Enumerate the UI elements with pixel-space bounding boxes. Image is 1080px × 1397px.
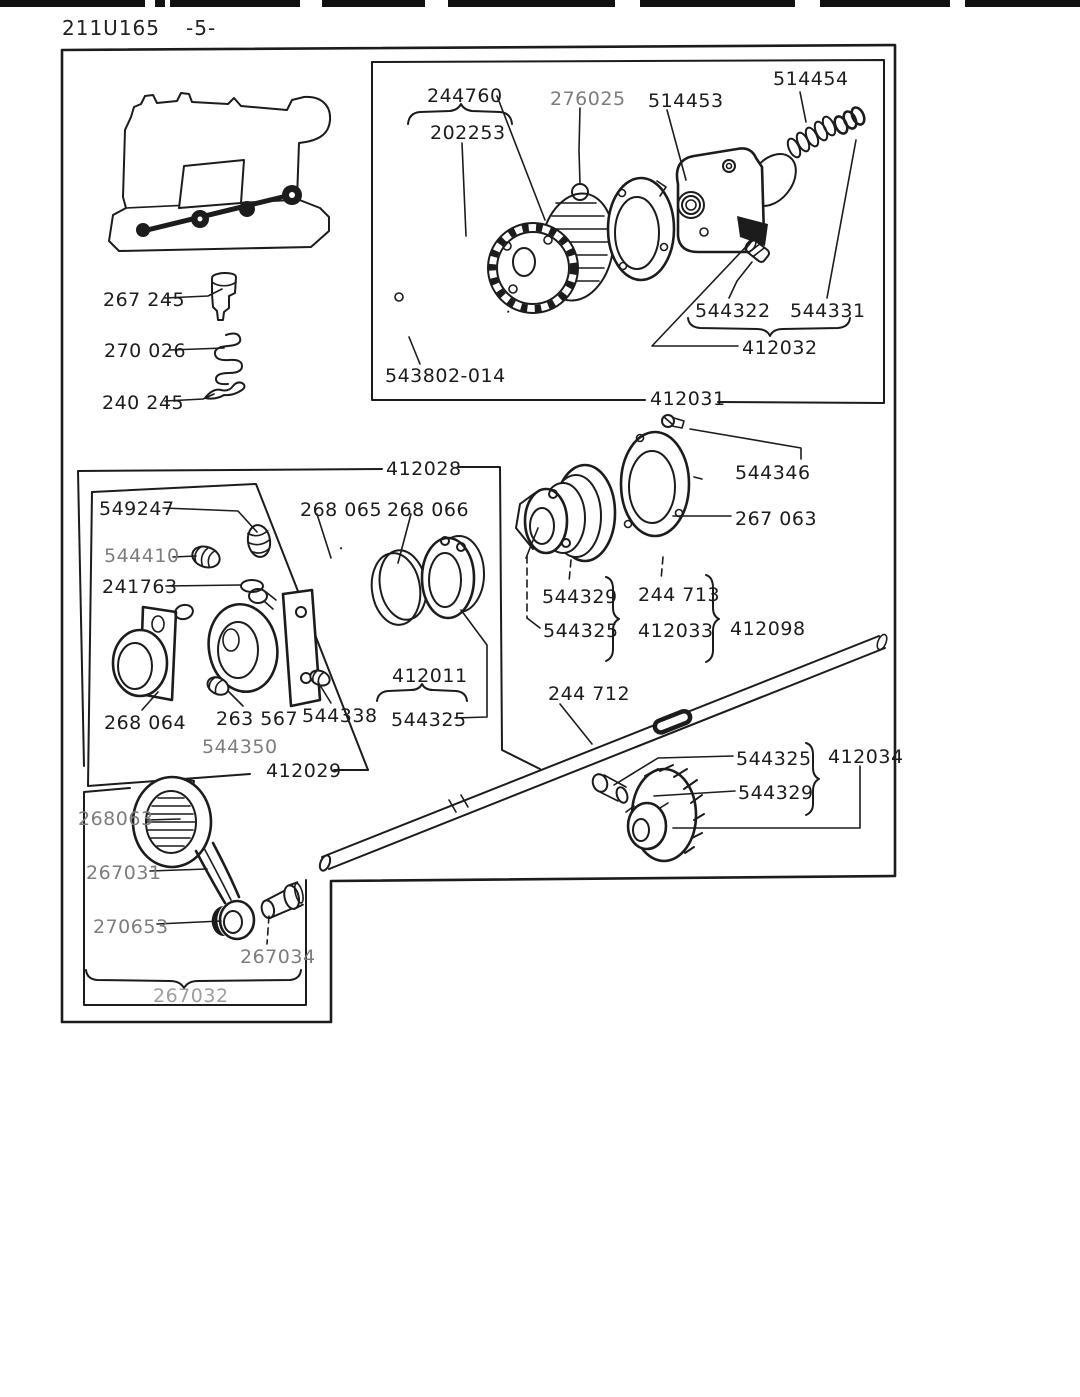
part-412032-pump-block xyxy=(677,145,806,252)
part-label-412098: 412098 xyxy=(730,618,806,640)
box-rod-group xyxy=(84,788,306,1005)
braces xyxy=(86,104,850,988)
part-label-544338: 544338 xyxy=(302,705,378,727)
part-label-412029: 412029 xyxy=(266,760,342,782)
part-label-412031: 412031 xyxy=(650,388,726,410)
part-label-543802-014: 543802-014 xyxy=(385,365,506,387)
part-label-544325-a: 544325 xyxy=(391,709,467,731)
part-label-241763: 241763 xyxy=(102,576,178,598)
part-267034-pin xyxy=(257,882,306,920)
page-number: -5- xyxy=(186,16,217,40)
part-label-544350: 544350 xyxy=(202,736,278,758)
part-label-244760: 244760 xyxy=(427,85,503,107)
part-202253-snap-ring xyxy=(412,221,522,354)
part-label-240245: 240 245 xyxy=(102,392,185,414)
machine-thumbnail xyxy=(109,93,330,251)
part-label-268064: 268 064 xyxy=(104,712,187,734)
part-label-268063: 268063 xyxy=(78,808,154,830)
part-549247-setscrew xyxy=(246,524,272,559)
part-label-544322: 544322 xyxy=(695,300,771,322)
part-268065-washer xyxy=(312,548,364,628)
part-label-544331: 544331 xyxy=(790,300,866,322)
part-label-244713: 244 713 xyxy=(638,584,721,606)
leader-lines xyxy=(142,92,860,944)
box-412031 xyxy=(372,60,884,403)
part-543802-ring xyxy=(387,290,431,342)
part-240245-clip xyxy=(205,382,245,398)
part-label-267031: 267031 xyxy=(86,862,162,884)
part-label-267032: 267032 xyxy=(153,985,229,1007)
part-label-549247: 549247 xyxy=(99,498,175,520)
part-267063-disc xyxy=(621,432,702,536)
part-412034-gear-group xyxy=(590,765,704,861)
part-label-202253: 202253 xyxy=(430,122,506,144)
part-268064-bushing xyxy=(113,603,195,700)
part-label-544329-b: 544329 xyxy=(738,782,814,804)
part-514454-spring xyxy=(785,115,838,159)
part-412011-collar xyxy=(422,536,484,618)
scan-artifact-bar xyxy=(0,0,1080,8)
box-412029 xyxy=(88,484,368,786)
part-244712-shaft xyxy=(318,633,889,872)
part-label-544410: 544410 xyxy=(104,545,180,567)
box-412028 xyxy=(78,467,540,769)
part-244713-pulley xyxy=(516,465,615,561)
part-label-270026: 270 026 xyxy=(104,340,187,362)
part-label-544329-a: 544329 xyxy=(542,586,618,608)
part-244760-gear xyxy=(488,223,578,313)
part-544331-spring xyxy=(832,106,867,136)
catalog-code: 211U165 xyxy=(62,16,160,40)
part-label-270653: 270653 xyxy=(93,916,169,938)
part-label-544325-c: 544325 xyxy=(736,748,812,770)
part-label-412028: 412028 xyxy=(386,458,462,480)
part-270026-spring xyxy=(215,334,242,385)
part-label-412034: 412034 xyxy=(828,746,904,768)
part-label-276025: 276025 xyxy=(550,88,626,110)
part-label-263567: 263 567 xyxy=(216,708,299,730)
part-263567-crank xyxy=(202,589,332,706)
part-544410-setscrew xyxy=(190,543,223,571)
part-label-267063: 267 063 xyxy=(735,508,818,530)
part-label-544346: 544346 xyxy=(735,462,811,484)
page-header: 211U165 -5- xyxy=(62,16,216,40)
part-label-268065: 268 065 xyxy=(300,499,383,521)
part-label-544325-b: 544325 xyxy=(543,620,619,642)
part-label-412032: 412032 xyxy=(742,337,818,359)
part-label-267034: 267034 xyxy=(240,946,316,968)
part-267031-rod xyxy=(133,777,254,939)
part-label-514453: 514453 xyxy=(648,90,724,112)
part-label-412033: 412033 xyxy=(638,620,714,642)
part-514453-flange xyxy=(608,178,674,280)
part-label-268066: 268 066 xyxy=(387,499,470,521)
part-267245-screw xyxy=(212,273,236,320)
outer-frame xyxy=(62,45,895,1022)
part-label-514454: 514454 xyxy=(773,68,849,90)
part-label-267245: 267 245 xyxy=(103,289,186,311)
part-label-244712: 244 712 xyxy=(548,683,631,705)
part-label-412011: 412011 xyxy=(392,665,468,687)
part-544346-screw xyxy=(662,415,684,428)
